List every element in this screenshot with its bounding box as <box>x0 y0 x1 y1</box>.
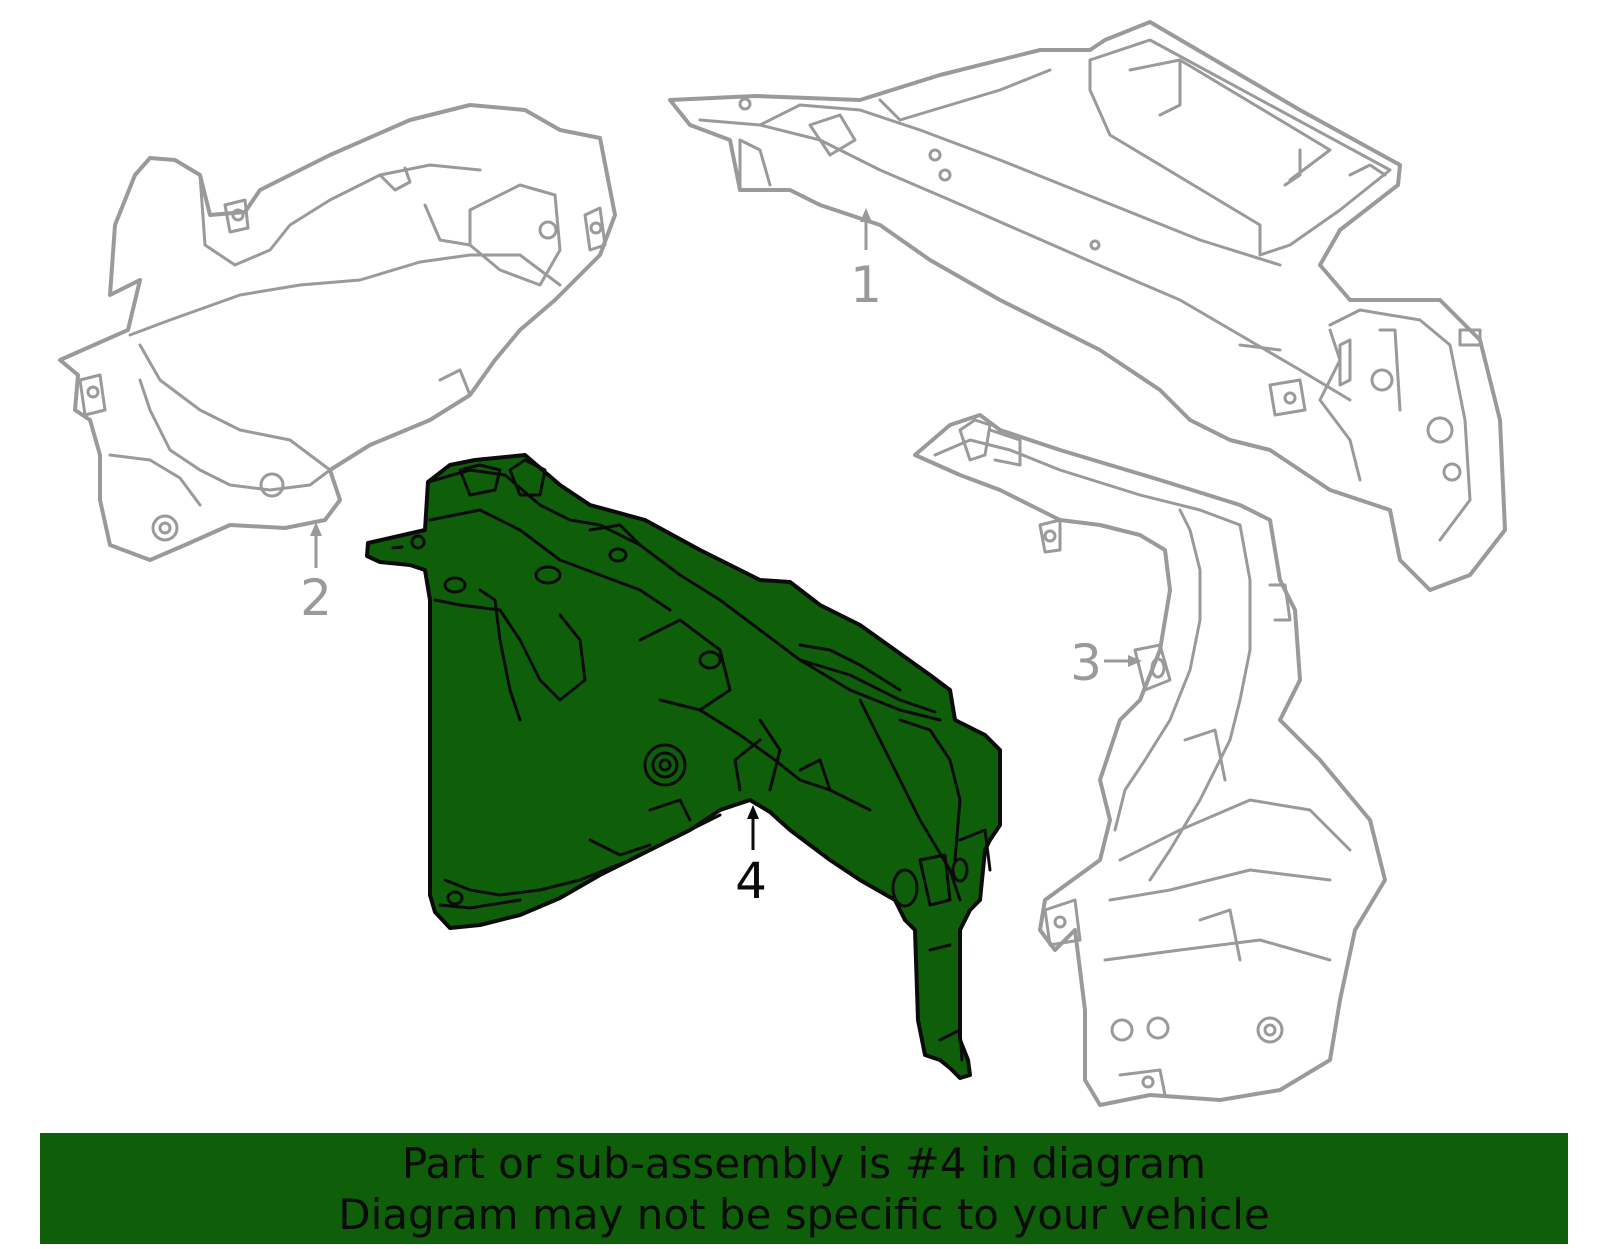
callout-4: 4 <box>735 852 767 910</box>
callout-3-arrowhead <box>1128 655 1142 667</box>
callout-3: 3 <box>1070 634 1102 692</box>
callout-2-arrowhead <box>310 522 322 536</box>
banner-line-2: Diagram may not be specific to your vehi… <box>338 1189 1270 1239</box>
part-4-drawing <box>365 453 1002 1080</box>
banner-line-1: Part or sub-assembly is #4 in diagram <box>401 1138 1207 1188</box>
callout-2: 2 <box>300 569 332 627</box>
info-banner: Part or sub-assembly is #4 in diagram Di… <box>40 1133 1568 1244</box>
callout-1: 1 <box>850 256 882 314</box>
callout-4-arrowhead <box>747 805 759 819</box>
part-3-drawing <box>913 413 1387 1107</box>
part-2-drawing <box>58 103 617 562</box>
part-1-drawing <box>668 20 1507 592</box>
callout-1-arrowhead <box>860 208 872 222</box>
